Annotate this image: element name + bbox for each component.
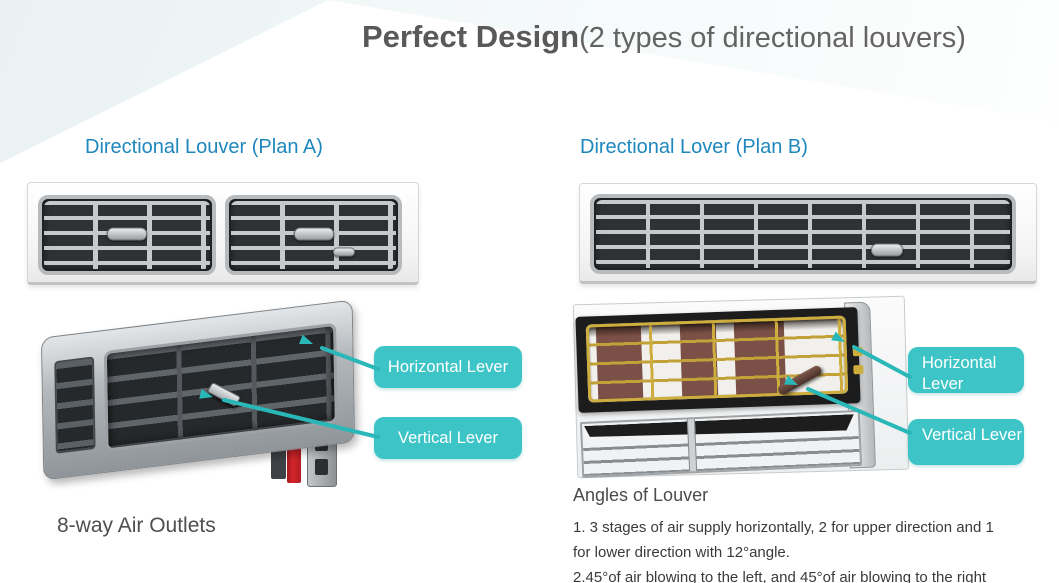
plan-a-louver-photo <box>27 182 419 285</box>
gold-knob <box>853 364 864 375</box>
gold-louver-grid <box>585 315 849 403</box>
gold-knob <box>852 346 863 357</box>
vertical-lever-part <box>207 381 242 407</box>
plan-a-3d-view <box>35 293 375 488</box>
plan-b-louver-photo <box>579 183 1037 284</box>
louver-handle <box>293 227 334 241</box>
louver-handle-small <box>332 247 355 257</box>
callout-horizontal-lever-a: Horizontal Lever <box>374 346 522 388</box>
angles-line-1: 1. 3 stages of air supply horizontally, … <box>573 519 994 536</box>
plan-b-3d-view <box>572 295 923 480</box>
plan-a-left-grille <box>38 195 216 275</box>
angles-of-louver-block: Angles of Louver 1. 3 stages of air supp… <box>573 485 994 583</box>
plan-b-grille <box>590 194 1016 274</box>
main-outlet-grille <box>103 322 338 452</box>
slide-title: Perfect Design(2 types of directional lo… <box>362 18 966 55</box>
louver-handle <box>107 227 147 241</box>
plan-b-heading: Directional Lover (Plan B) <box>580 136 808 158</box>
callout-vertical-lever-b: Vertical Lever <box>908 419 1024 465</box>
grille-slats <box>596 200 1010 268</box>
plan-a-caption: 8-way Air Outlets <box>57 514 216 537</box>
louver-handle <box>870 243 903 257</box>
plan-a-heading: Directional Louver (Plan A) <box>85 136 323 158</box>
upper-outlet-band <box>575 307 864 413</box>
callout-horizontal-lever-b: Horizontal Lever <box>908 347 1024 393</box>
title-main: Perfect Design <box>362 19 580 54</box>
plan-a-right-grille <box>225 195 402 275</box>
angles-line-3: 2.45°of air blowing to the left, and 45°… <box>573 569 987 583</box>
angles-heading: Angles of Louver <box>573 485 709 505</box>
callout-vertical-lever-a: Vertical Lever <box>374 417 522 459</box>
title-subtitle: (2 types of directional louvers) <box>579 22 966 54</box>
angles-line-2: for lower direction with 12°angle. <box>573 544 790 561</box>
left-outlet-partial <box>54 356 96 454</box>
